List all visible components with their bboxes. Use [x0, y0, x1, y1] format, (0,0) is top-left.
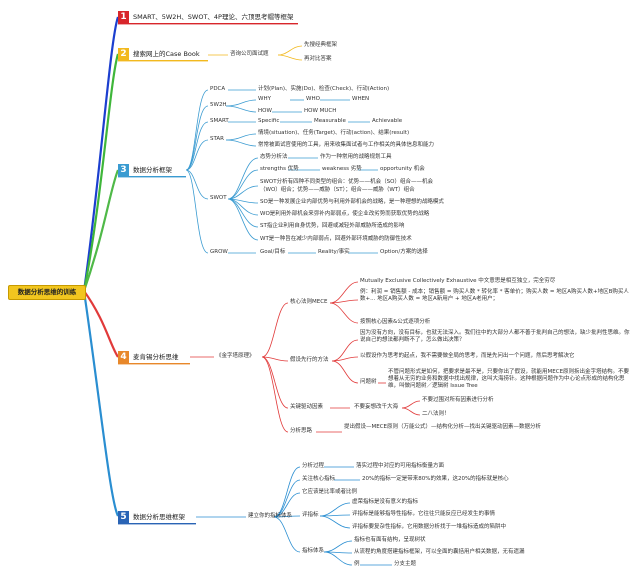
b4-mece-1[interactable]: Mutually Exclusive Collectively Exhausti…	[360, 278, 556, 284]
branch-5[interactable]: 5 数据分析思维框架	[118, 511, 191, 523]
b4-hyp-1[interactable]: 因为没有方向，没有目标，也就无法深入。我们往中的大部分人都不善于批判自己的想法，…	[360, 330, 630, 343]
b4-key-2[interactable]: 二八法则！	[422, 411, 450, 417]
branch-2-number: 2	[118, 48, 129, 60]
root-node[interactable]: 数据分析思维的训练	[8, 285, 86, 300]
b5-sub[interactable]: 建立你的指标体系	[248, 513, 293, 519]
b3-achievable[interactable]: Achievable	[372, 118, 403, 124]
b3-swot-w[interactable]: weakness 劣势	[322, 166, 362, 172]
b4-idea[interactable]: 分析思路	[290, 428, 313, 434]
b2-sub[interactable]: 咨询公司面试题	[230, 51, 269, 57]
b2-child-2[interactable]: 再对比答案	[304, 56, 332, 62]
b5-eval-1[interactable]: 虚荣指标是没有意义的指标	[352, 499, 419, 505]
b3-swot-wo[interactable]: WO是利用外部机会来弥补内部弱点，使企业改劣势而获取优势的战略	[260, 211, 430, 217]
b3-how[interactable]: HOW	[258, 108, 272, 114]
b2-child-1[interactable]: 先搜经典框架	[304, 42, 338, 48]
link-root-b5	[82, 290, 120, 517]
b4-idea-1[interactable]: 提出假设—MECE原则（万能公式）—结构化分析—找出关键驱动因素—数据分析	[344, 424, 542, 430]
b3-specific[interactable]: Specific	[258, 118, 280, 124]
branch-1[interactable]: 1 SMART、5W2H、SWOT、4P理论、六顶思考帽等框架	[118, 11, 299, 23]
b4-mece[interactable]: 核心法则MECE	[290, 299, 328, 305]
b4-key[interactable]: 关键驱动因素	[290, 404, 324, 410]
branch-3-number: 3	[118, 164, 129, 176]
branch-1-number: 1	[118, 11, 129, 23]
b3-swot-r3-2[interactable]: （WO）组合；优势——威胁（ST）；组合——威胁（WT）组合	[260, 187, 415, 193]
b3-smart[interactable]: SMART	[210, 118, 229, 124]
b3-swot-r1-label[interactable]: 态势分析法	[260, 154, 288, 160]
b3-star[interactable]: STAR	[210, 136, 225, 142]
branch-4-label: 麦肯锡分析思维	[133, 353, 179, 361]
b4-key-sub[interactable]: 不要妄想改千大海	[354, 404, 399, 410]
b3-swot-wt[interactable]: WT是一种旨在减少内部弱点，回避外部环境威胁的防御性技术	[260, 236, 412, 242]
b3-when[interactable]: WHEN	[352, 96, 370, 102]
b5-proc[interactable]: 分析过程	[302, 463, 325, 469]
b3-grow[interactable]: GROW	[210, 249, 228, 255]
branch-4-number: 4	[118, 351, 129, 363]
b4-sub[interactable]: 《金字塔原理》	[216, 353, 255, 359]
b3-swot-so[interactable]: SO是一种发展企业内部优势与利用外部机会的战略，是一种理想的战略模式	[260, 199, 444, 205]
branch-3-label: 数据分析框架	[133, 166, 172, 174]
b3-star-2[interactable]: 常常被面试官使用的工具，用来收集面试者与工作相关的具体信息和能力	[258, 142, 435, 148]
branch-5-number: 5	[118, 511, 129, 523]
branch-5-label: 数据分析思维框架	[133, 513, 185, 521]
b5-core-text[interactable]: 20%的指标一定是带来80%的效果，这20%的指标就是核心	[362, 476, 509, 482]
b5-core[interactable]: 关注核心指标	[302, 476, 336, 482]
b3-pdca-text[interactable]: 计划(Plan)、实施(Do)、检查(Check)、行动(Action)	[258, 86, 390, 92]
b3-star-1[interactable]: 情境(situation)、任务(Target)、行动(action)、结果(r…	[258, 130, 410, 136]
b3-why[interactable]: WHY	[258, 96, 271, 102]
b5-sys-3-label[interactable]: 例	[354, 561, 360, 567]
b4-hyp-3[interactable]: 不管问题形式是如何，把要求是最不是，只要你出了假设，就能用MECE原则拆出金字塔…	[388, 369, 630, 389]
b4-hyp-3-label[interactable]: 问题树	[360, 379, 377, 385]
b5-proc-text[interactable]: 落实过程中对应的可用指标衡量方面	[356, 463, 445, 469]
b5-eval[interactable]: 评指标	[302, 512, 319, 518]
link-root-b2	[82, 53, 120, 292]
branch-4[interactable]: 4 麦肯锡分析思维	[118, 351, 185, 363]
b5-sys-3[interactable]: 分支主题	[394, 561, 417, 567]
b3-swot-s[interactable]: strengths 优势	[260, 166, 299, 172]
link-root-b3	[82, 169, 120, 292]
b5-compare[interactable]: 它应该是比率或者比例	[302, 489, 358, 495]
b4-hyp-2[interactable]: 以假设作为思考的起点，我不需要做全局的思考，而是先问出一个问题，然后思考解决它	[360, 353, 575, 359]
link-root-b1	[82, 16, 120, 292]
b4-mece-3[interactable]: 按照核心因素&公式逐项分析	[360, 319, 431, 325]
b3-measurable[interactable]: Measurable	[314, 118, 346, 124]
b3-who[interactable]: WHO	[306, 96, 320, 102]
branch-2[interactable]: 2 搜索网上的Case Book	[118, 48, 206, 60]
b4-hyp[interactable]: 假设先行的方法	[290, 357, 329, 363]
link-root-b4	[83, 290, 119, 358]
b5-eval-3[interactable]: 评指标要复杂性指标，它用数据分析找于一堆指标造成的陷阱中	[352, 524, 507, 530]
branch-2-label: 搜索网上的Case Book	[133, 50, 200, 58]
b3-swot[interactable]: SWOT	[210, 195, 227, 201]
b4-mece-2[interactable]: 例：利润 = 销售额 - 成本；销售额 = 购买人数 * 转化率 * 客单价；购…	[360, 289, 629, 302]
b3-howmuch[interactable]: HOW MUCH	[304, 108, 337, 114]
b4-key-1[interactable]: 不要过围对所有因素进行分析	[422, 397, 494, 403]
b3-pdca[interactable]: PDCA	[210, 86, 226, 92]
b5-eval-2[interactable]: 评指标是能够指导性指标，它往往只能反应已经发生的事情	[352, 511, 496, 517]
branch-1-label: SMART、5W2H、SWOT、4P理论、六顶思考帽等框架	[133, 13, 294, 21]
b3-swot-st[interactable]: ST指企业利用自身优势，回避或减轻外部威胁所造成的影响	[260, 223, 405, 229]
b5-sys-2[interactable]: 从流程的角度搭建指标框架，可以全面的囊括用户相关数据，无有遗漏	[354, 549, 525, 555]
b3-grow-goal[interactable]: Goal/目标	[260, 249, 286, 255]
b3-grow-option[interactable]: Option/方案的选择	[380, 249, 428, 255]
b5-sys[interactable]: 指标体系	[302, 548, 325, 554]
b3-5w2h[interactable]: 5W2H	[210, 102, 227, 108]
b3-grow-reality[interactable]: Reality/事实	[318, 249, 350, 255]
b3-swot-o[interactable]: opportunity 机会	[380, 166, 425, 172]
b3-swot-r3-1[interactable]: SWOT分析有四种不同类型的组合：优势——机会（SO）组合——机会	[260, 179, 433, 185]
b5-sys-1[interactable]: 指标也有面有结构，呈现树状	[354, 537, 426, 543]
branch-3[interactable]: 3 数据分析框架	[118, 164, 178, 176]
b3-swot-r1-text[interactable]: 作为一种常用的战略规划工具	[320, 154, 392, 160]
